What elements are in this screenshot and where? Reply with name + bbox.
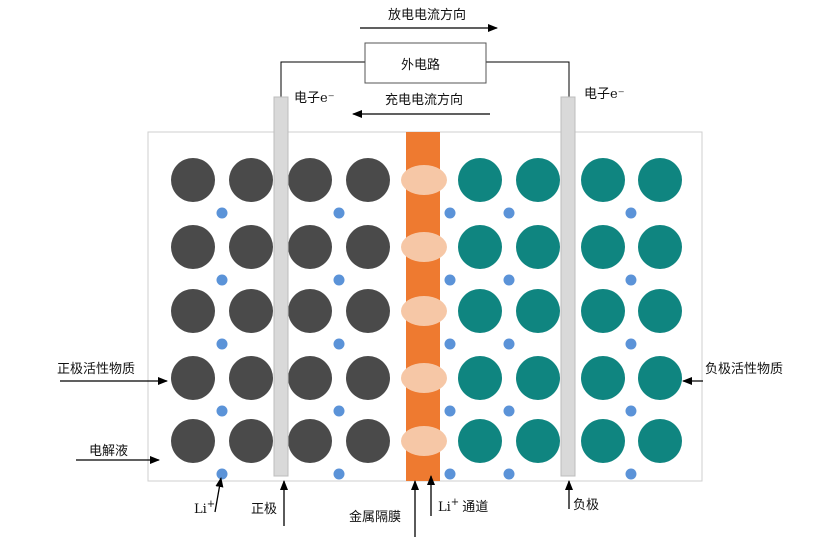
cathode-particle xyxy=(229,225,273,269)
anode-particle xyxy=(458,289,502,333)
cathode-particle xyxy=(288,419,332,463)
anode-particle xyxy=(458,419,502,463)
lithium-ion xyxy=(625,468,637,480)
cathode-particle xyxy=(171,289,215,333)
cathode-particle xyxy=(229,356,273,400)
anode-label: 负极 xyxy=(573,498,599,513)
anode-particle xyxy=(458,225,502,269)
lithium-ion xyxy=(444,338,456,350)
lithium-ion xyxy=(503,405,515,417)
li-channel-pore xyxy=(401,165,447,195)
li-channel-pore xyxy=(401,232,447,262)
lithium-ion-label: Li+ xyxy=(194,499,215,517)
anode-particle xyxy=(516,419,560,463)
cathode-particle xyxy=(346,158,390,202)
external-wire-left xyxy=(280,61,365,97)
lithium-ion xyxy=(503,468,515,480)
lithium-ion xyxy=(333,274,345,286)
anode-current-collector xyxy=(560,96,576,477)
lithium-ion xyxy=(216,468,228,480)
lithium-ion-arrow xyxy=(214,477,224,513)
anode-particle xyxy=(581,158,625,202)
lithium-ion xyxy=(503,338,515,350)
anode-particle xyxy=(581,289,625,333)
cathode-particle xyxy=(171,158,215,202)
lithium-ion xyxy=(333,207,345,219)
electron-label-right: 电子e⁻ xyxy=(584,87,625,102)
lithium-ion xyxy=(333,405,345,417)
anode-particle xyxy=(516,356,560,400)
cathode-particle xyxy=(288,225,332,269)
cathode-particle xyxy=(229,289,273,333)
lithium-ion xyxy=(503,207,515,219)
cathode-particle xyxy=(346,356,390,400)
cathode-particle xyxy=(288,158,332,202)
li-channel-pore xyxy=(401,296,447,326)
active-particle-layer xyxy=(171,158,682,463)
metal-separator-label: 金属隔膜 xyxy=(349,509,401,525)
cathode-particle xyxy=(288,289,332,333)
anode-particle xyxy=(516,158,560,202)
lithium-ion xyxy=(625,338,637,350)
electrolyte-label: 电解液 xyxy=(89,444,128,459)
lithium-ion-layer xyxy=(216,207,637,480)
lithium-ion xyxy=(444,405,456,417)
lithium-ion xyxy=(333,338,345,350)
lithium-ion xyxy=(625,405,637,417)
cathode-particle xyxy=(171,356,215,400)
cathode-particle xyxy=(346,419,390,463)
anode-particle xyxy=(516,289,560,333)
anode-particle xyxy=(516,225,560,269)
li-channel-pore xyxy=(401,426,447,456)
cathode-label: 正极 xyxy=(251,502,277,517)
li-channel-pore xyxy=(401,363,447,393)
anode-particle xyxy=(638,289,682,333)
cathode-current-collector xyxy=(273,96,289,477)
anode-particle xyxy=(458,158,502,202)
lithium-ion xyxy=(625,207,637,219)
cathode-particle xyxy=(346,289,390,333)
lithium-ion xyxy=(216,405,228,417)
anode-particle xyxy=(581,225,625,269)
charge-direction-label: 充电电流方向 xyxy=(385,92,463,108)
cathode-particle xyxy=(171,225,215,269)
lithium-ion xyxy=(333,468,345,480)
discharge-direction-label: 放电电流方向 xyxy=(388,7,466,23)
cathode-particle xyxy=(229,419,273,463)
lithium-ion xyxy=(444,274,456,286)
lithium-ion xyxy=(444,468,456,480)
anode-particle xyxy=(458,356,502,400)
anode-particle xyxy=(581,419,625,463)
anode-particle xyxy=(638,158,682,202)
external-circuit-label: 外电路 xyxy=(401,57,440,73)
cathode-particle xyxy=(346,225,390,269)
lithium-ion xyxy=(625,274,637,286)
electron-label-left: 电子e⁻ xyxy=(294,91,335,106)
li-channel-label: Li+通道 xyxy=(438,497,488,515)
lithium-ion xyxy=(216,207,228,219)
cathode-active-material-label: 正极活性物质 xyxy=(57,362,135,377)
anode-particle xyxy=(581,356,625,400)
anode-particle xyxy=(638,225,682,269)
lithium-ion xyxy=(216,338,228,350)
anode-active-material-label: 负极活性物质 xyxy=(705,362,783,377)
cathode-particle xyxy=(229,158,273,202)
lithium-ion xyxy=(216,274,228,286)
external-wire-right xyxy=(486,61,570,97)
cathode-particle xyxy=(171,419,215,463)
external-circuit-box xyxy=(364,42,487,84)
anode-particle xyxy=(638,356,682,400)
li-channel-layer xyxy=(401,165,447,456)
cathode-particle xyxy=(288,356,332,400)
lithium-ion xyxy=(444,207,456,219)
lithium-ion xyxy=(503,274,515,286)
anode-particle xyxy=(638,419,682,463)
